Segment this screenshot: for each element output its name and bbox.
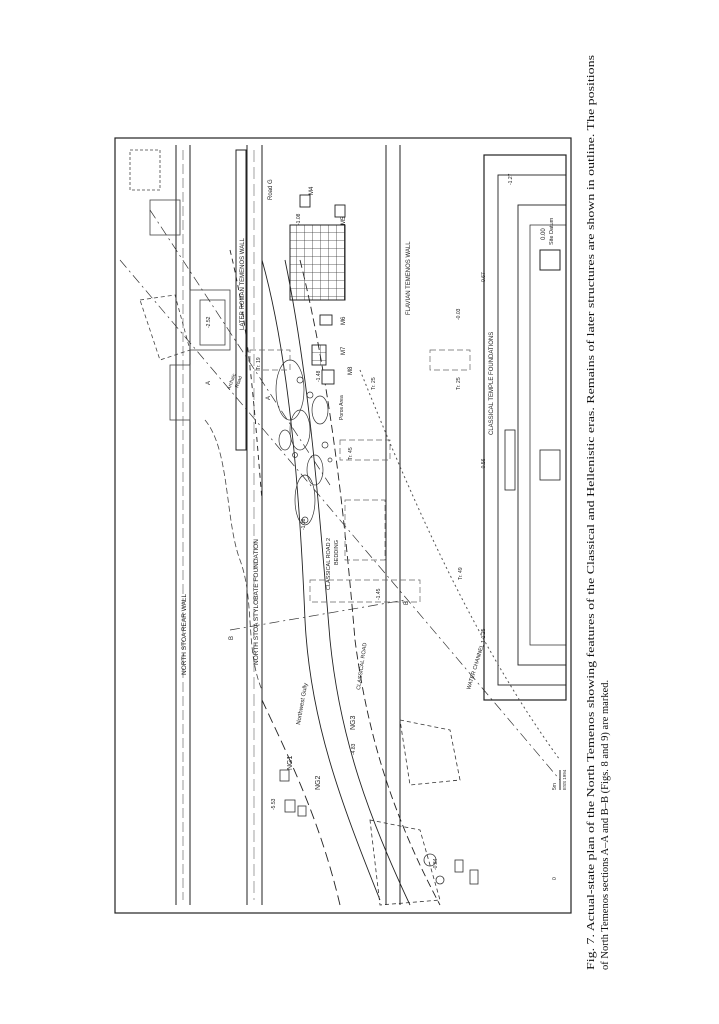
label-elev-553: -5.53: [271, 798, 277, 810]
label-elev-127: -1.27: [508, 173, 514, 185]
monument-blocks: [299, 194, 346, 385]
label-tr45: Tr. 45: [348, 447, 354, 460]
flavian-wall: [385, 145, 401, 905]
label-flavian-wall: FLAVIAN TEMENOS WALL: [406, 241, 412, 315]
label-section-b2: B: [404, 601, 410, 605]
label-bedding: BEDDING: [334, 540, 340, 565]
label-section-b: B: [229, 636, 235, 640]
label-elev-125: -1.25: [481, 628, 487, 640]
label-m4: M4: [309, 186, 315, 195]
label-m5: M5: [341, 216, 347, 225]
label-tr25: Tr. 25: [371, 377, 377, 390]
label-stylobate: NORTH STOA STYLOBATE FOUNDATION: [253, 539, 260, 665]
label-elev-148: -1.48: [316, 370, 322, 382]
label-m7: M7: [341, 346, 347, 355]
label-elev-138: -1.38: [301, 518, 307, 530]
label-elev-003: -0.03: [456, 308, 462, 320]
trenches: [249, 349, 471, 603]
label-archaic-road-2: Road: [234, 375, 244, 388]
lower-stones: [279, 719, 479, 906]
caption-line-2: of North Temenos sections A–A and B–B (F…: [600, 680, 611, 970]
label-tr19: Tr. 19: [256, 357, 262, 370]
label-site-datum: Site Datum: [549, 217, 555, 245]
label-scale-5: 5m: [552, 783, 558, 790]
label-elev-084: -0.84: [433, 858, 439, 870]
label-elev-145: -1.45: [376, 588, 382, 600]
label-elev-483: -4.83: [351, 743, 357, 755]
caption-line-1: Fig. 7. Actual-state plan of the North T…: [586, 55, 597, 970]
label-classical-road-2: CLASSICAL ROAD 2: [326, 538, 332, 590]
label-section-a2: A: [266, 396, 272, 400]
outline-structures: [129, 149, 263, 691]
north-stoa-rear-wall: [175, 145, 191, 905]
label-ng3: NG3: [350, 716, 357, 731]
grid-pavement: [289, 224, 346, 301]
label-poros-area: Poros Area: [339, 395, 345, 420]
label-stoa-rear-wall: NORTH STOA REAR WALL: [181, 593, 188, 675]
label-section-a: A: [206, 381, 212, 385]
temple-foundations: [483, 154, 567, 701]
label-later-roman-wall: LATER ROMAN TEMENOS WALL: [240, 237, 246, 330]
label-scale-credit: ESS 1994: [562, 769, 567, 790]
label-elev-067: 0.67: [481, 272, 487, 282]
label-elev-252: -2.52: [206, 316, 212, 328]
label-ng2: NG2: [315, 776, 322, 791]
label-m8: M8: [348, 366, 354, 375]
label-temple-foundations: CLASSICAL TEMPLE FOUNDATIONS: [489, 332, 495, 435]
label-ng1: NG1: [287, 756, 294, 771]
label-road-g: Road G: [268, 179, 274, 200]
figure-caption: Fig. 7. Actual-state plan of the North T…: [586, 55, 611, 970]
section-lines: [119, 209, 561, 781]
label-m6: M6: [341, 316, 347, 325]
label-tr25b: Tr. 25: [456, 377, 462, 390]
stylobate-foundation: [246, 145, 263, 905]
label-archaic-road: Archaic: [226, 372, 238, 390]
label-elev-056: -0.56: [481, 458, 487, 470]
label-tr49: Tr. 49: [458, 567, 464, 580]
label-scale-0: 0: [552, 877, 558, 880]
label-site-datum-value: 0.00: [541, 228, 547, 240]
later-roman-wall: [235, 149, 247, 451]
label-elev-108: -1.08: [296, 213, 302, 225]
